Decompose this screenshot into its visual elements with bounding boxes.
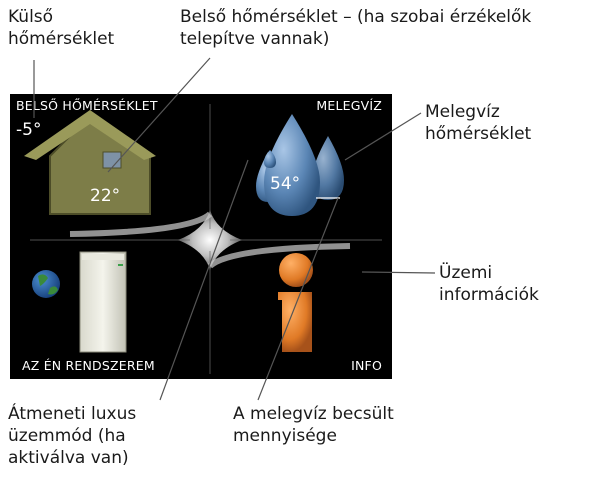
callout-hot-water-temperature: Melegvíz hőmérséklet [425,102,532,144]
info-icon [278,253,313,352]
callout-temporary-lux: Átmeneti luxus üzemmód (ha aktiválva van… [8,404,137,468]
quadrant-indoor-climate[interactable]: BELSŐ HŐMÉRSÉKLET [16,98,158,113]
water-drop-icon [256,114,344,216]
callout-indoor-temperature: Belső hőmérséklet – (ha szobai érzékelők… [180,7,532,49]
callout-hot-water-amount: A melegvíz becsült mennyisége [233,404,394,446]
quadrant-hot-water[interactable]: MELEGVÍZ [316,98,382,113]
display-screen: BELSŐ HŐMÉRSÉKLET MELEGVÍZ AZ ÉN RENDSZE… [10,94,392,379]
quadrant-info[interactable]: INFO [351,358,382,373]
callout-operating-info: Üzemi információk [439,263,539,305]
callout-outdoor-temperature: Külső hőmérséklet [8,7,115,49]
indoor-temperature-value: 22° [90,186,121,206]
quadrant-my-system[interactable]: AZ ÉN RENDSZEREM [22,358,155,373]
heat-pump-cabinet-icon [79,251,127,353]
outdoor-temperature-value: -5° [16,120,42,140]
display-graphics [24,104,382,374]
globe-icon [32,270,60,298]
hot-water-temperature-value: 54° [270,174,301,194]
